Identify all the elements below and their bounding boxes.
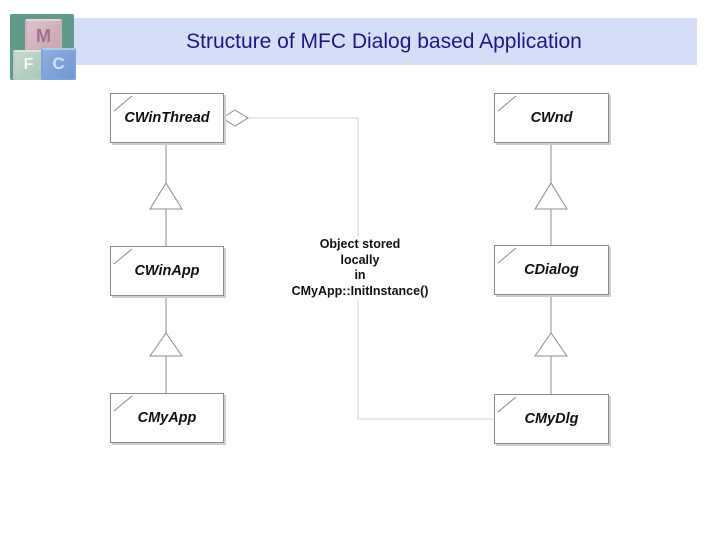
- aggregation-diamond-icon: [221, 109, 249, 127]
- class-name-label: CWnd: [530, 110, 573, 126]
- class-name-label: CDialog: [524, 262, 579, 278]
- class-corner-mark-icon: [113, 248, 133, 265]
- class-name-label: CMyDlg: [524, 411, 579, 427]
- class-box-cmydlg: CMyDlg: [494, 394, 609, 444]
- logo-block-c: C: [41, 48, 76, 80]
- logo-letter: C: [52, 54, 65, 73]
- class-corner-mark-icon: [497, 247, 517, 264]
- class-corner-mark-icon: [113, 95, 133, 112]
- logo-letter: F: [23, 56, 34, 73]
- class-name-label: CWinThread: [124, 110, 210, 126]
- generalization-arrow-icon: [534, 182, 568, 210]
- class-name-label: CMyApp: [137, 410, 197, 426]
- slide-title-bar: Structure of MFC Dialog based Applicatio…: [25, 18, 697, 65]
- class-name-label: CWinApp: [134, 263, 200, 279]
- mfc-logo-icon: M F C: [10, 14, 76, 80]
- logo-block-f: F: [13, 50, 44, 80]
- aggregation-annotation: Object stored locally in CMyApp::InitIns…: [268, 237, 452, 299]
- class-corner-mark-icon: [497, 95, 517, 112]
- class-corner-mark-icon: [497, 396, 517, 413]
- class-box-cwnd: CWnd: [494, 93, 609, 143]
- slide-title: Structure of MFC Dialog based Applicatio…: [186, 29, 582, 53]
- class-box-cwinthread: CWinThread: [110, 93, 224, 143]
- class-box-cmyapp: CMyApp: [110, 393, 224, 443]
- class-box-cdialog: CDialog: [494, 245, 609, 295]
- generalization-arrow-icon: [534, 332, 568, 357]
- class-corner-mark-icon: [113, 395, 133, 412]
- generalization-arrow-icon: [149, 332, 183, 357]
- generalization-arrow-icon: [149, 182, 183, 210]
- class-box-cwinapp: CWinApp: [110, 246, 224, 296]
- logo-letter: M: [36, 26, 51, 46]
